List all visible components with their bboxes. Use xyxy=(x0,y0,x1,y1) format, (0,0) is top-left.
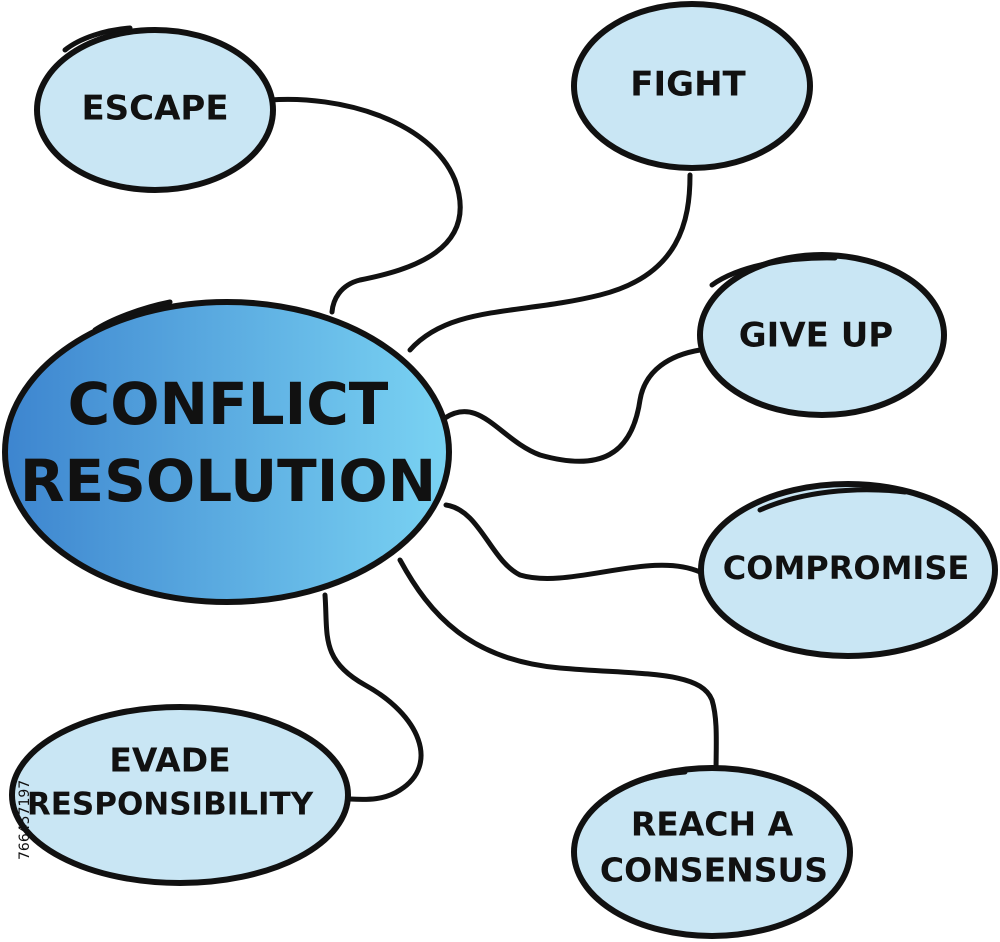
escape-stroke-accent xyxy=(62,25,133,53)
connector-give-up xyxy=(442,347,703,464)
compromise-stroke-accent xyxy=(757,487,908,513)
node-evade-responsibility: EVADE RESPONSIBILITY xyxy=(9,704,351,886)
fight-bubble xyxy=(571,1,813,171)
evade-label-line1: EVADE xyxy=(109,741,230,780)
center-title-line1: CONFLICT xyxy=(68,370,389,438)
consensus-bubble xyxy=(571,765,853,939)
center-title-line2: RESOLUTION xyxy=(20,447,436,515)
escape-bubble xyxy=(34,27,276,193)
evade-bubble xyxy=(9,704,351,886)
consensus-stroke-accent xyxy=(602,769,688,803)
connector-consensus xyxy=(397,557,719,778)
node-reach-a-consensus: REACH A CONSENSUS xyxy=(571,765,853,939)
compromise-label: COMPROMISE xyxy=(723,549,969,587)
escape-label: ESCAPE xyxy=(81,89,228,129)
compromise-bubble xyxy=(698,481,998,659)
center-stroke-accent xyxy=(92,299,173,333)
consensus-label-line2: CONSENSUS xyxy=(600,851,828,890)
connectors xyxy=(267,96,719,802)
connector-compromise xyxy=(443,502,703,581)
connector-evade xyxy=(322,592,424,802)
node-compromise: COMPROMISE xyxy=(698,481,998,659)
evade-label-line2: RESPONSIBILITY xyxy=(27,787,314,823)
give-up-bubble xyxy=(697,252,947,418)
fight-label: FIGHT xyxy=(630,65,746,105)
connector-escape xyxy=(267,96,463,315)
node-give-up: GIVE UP xyxy=(697,252,947,418)
give-up-label: GIVE UP xyxy=(739,316,893,356)
center-bubble xyxy=(2,299,452,605)
center-node: CONFLICT RESOLUTION xyxy=(2,299,452,605)
stock-id-watermark: 766457197 xyxy=(17,780,33,860)
node-escape: ESCAPE xyxy=(34,25,276,193)
connector-fight xyxy=(407,172,693,353)
give-up-stroke-accent xyxy=(709,255,838,288)
node-fight: FIGHT xyxy=(571,1,813,171)
consensus-label-line1: REACH A xyxy=(631,805,794,844)
